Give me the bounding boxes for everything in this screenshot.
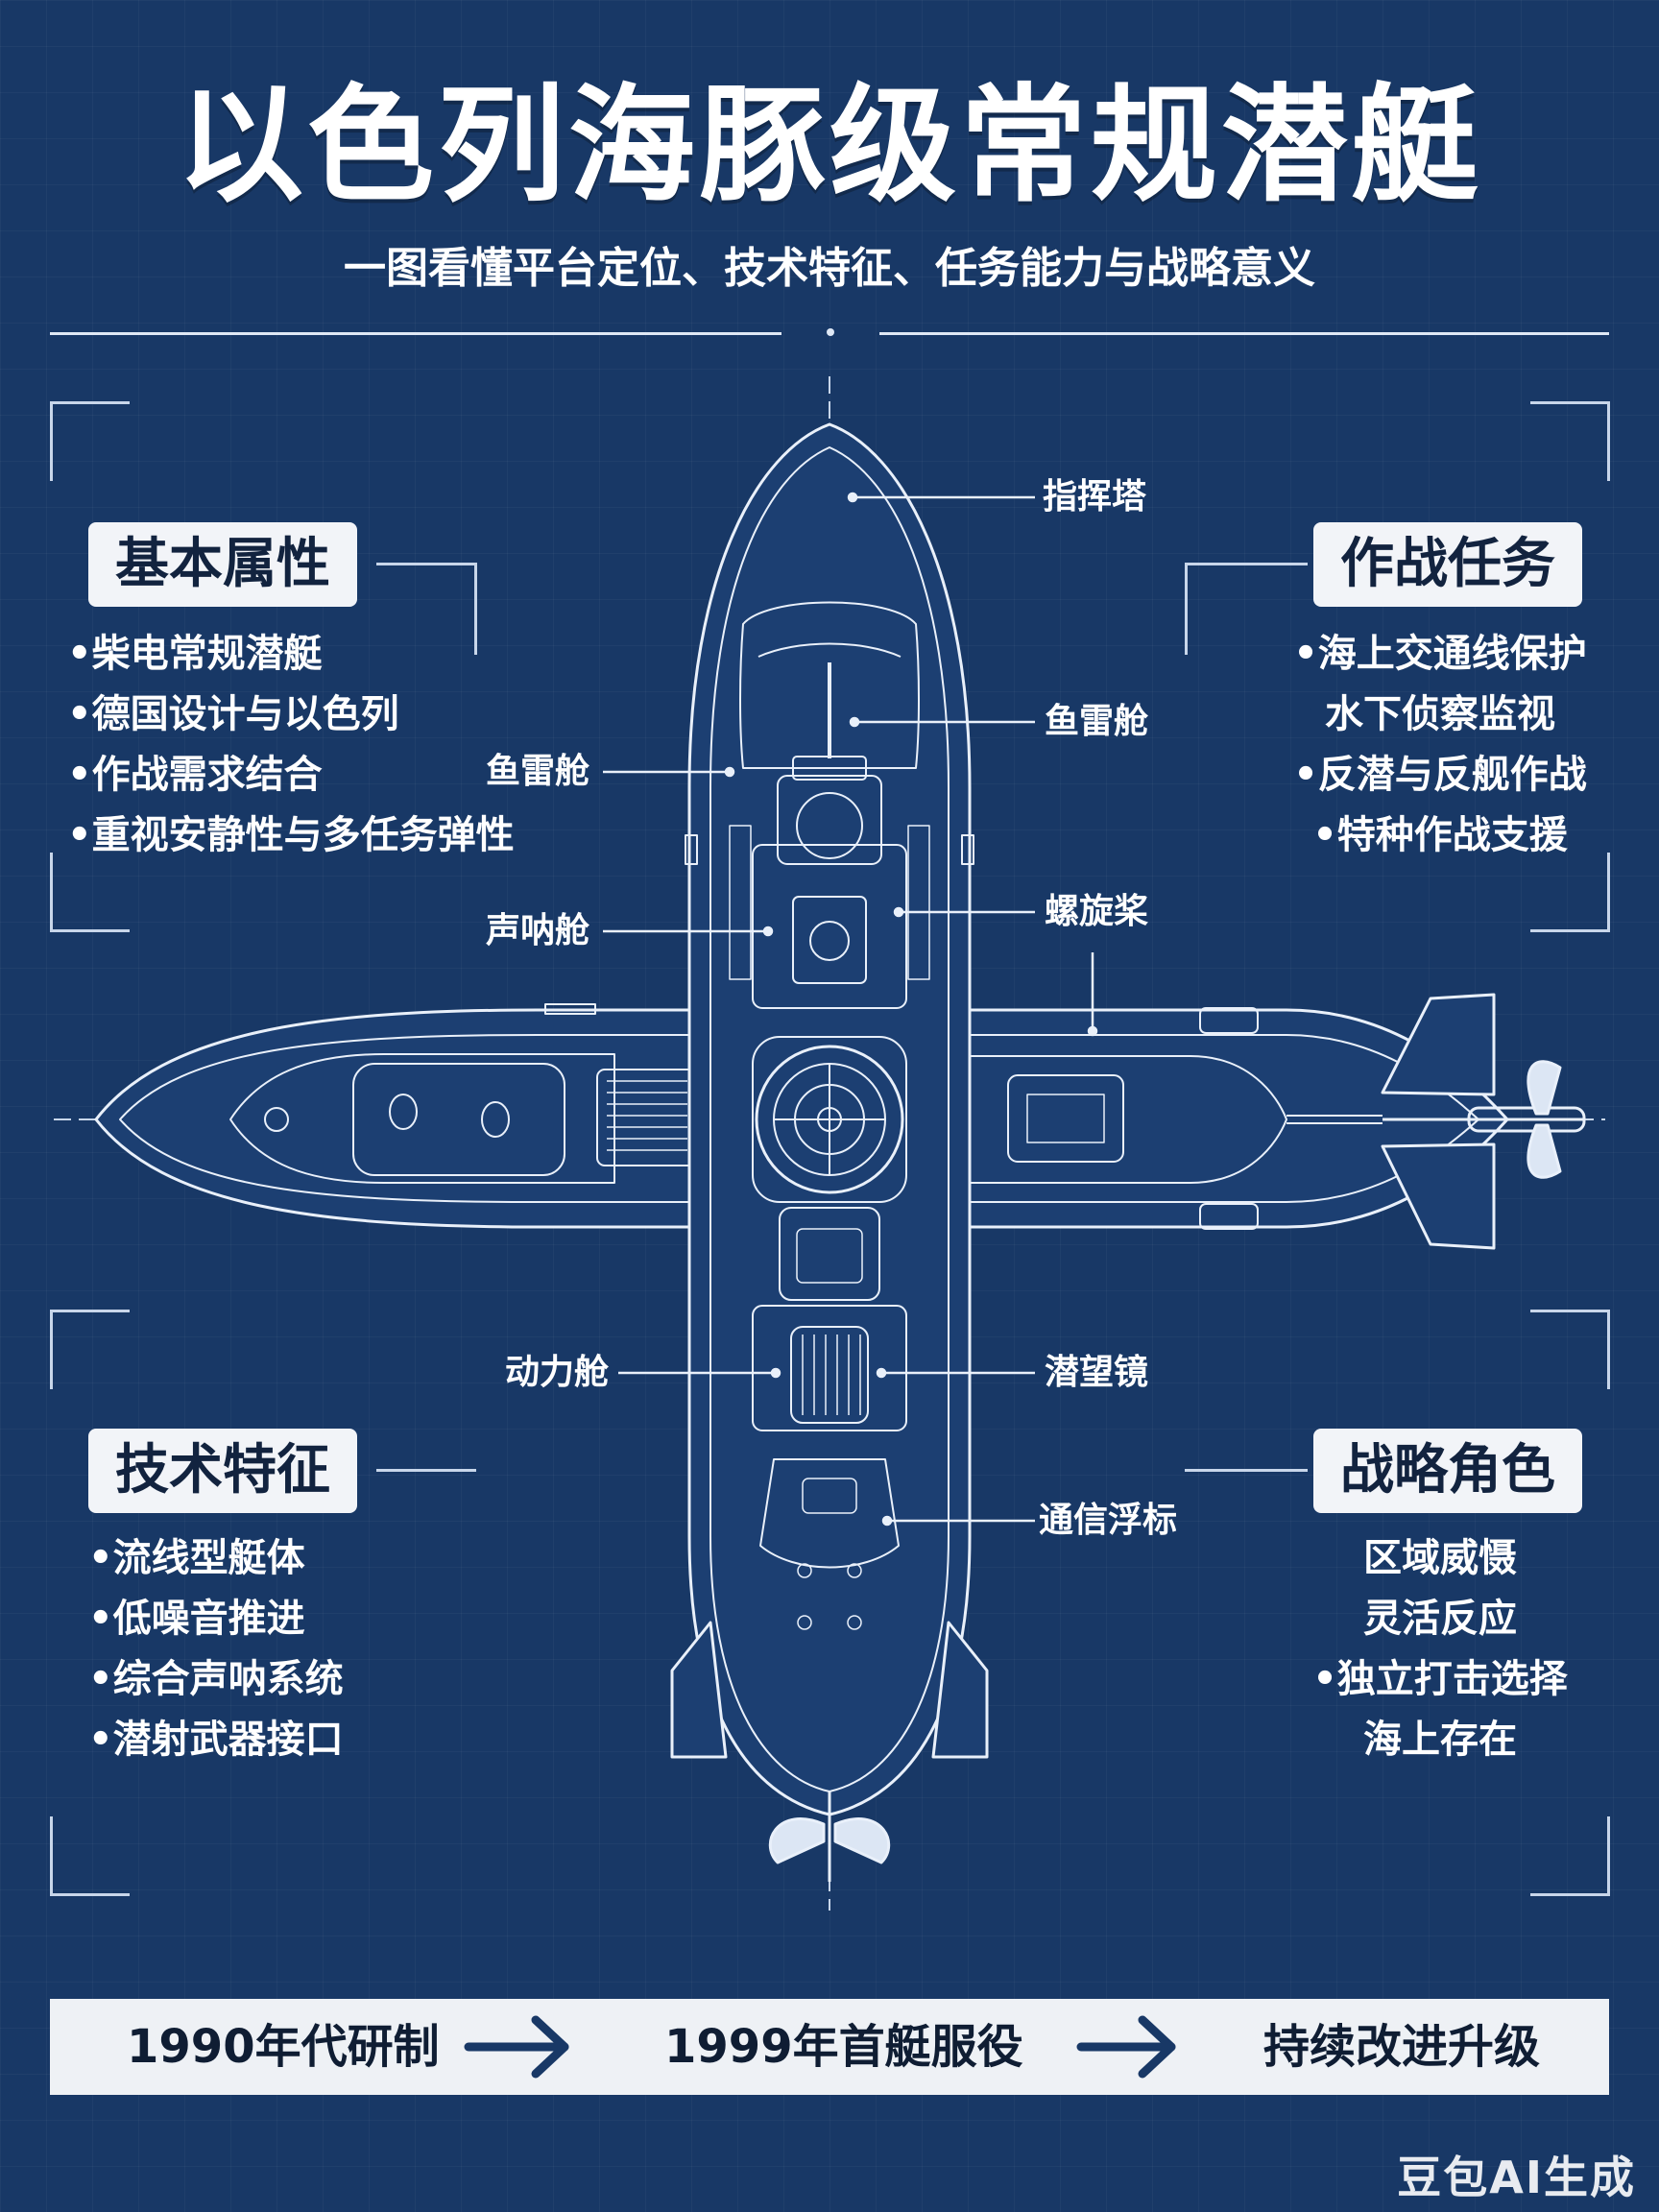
list-item: 灵活反应 <box>1363 1597 1517 1641</box>
section-strategy-heading: 战略角色 <box>1313 1429 1582 1513</box>
section-tech-list: •流线型艇体 •低噪音推进 •综合声呐系统 •潜射武器接口 <box>88 1528 344 1770</box>
timeline-step-2: 1999年首艇服役 <box>664 2020 1023 2074</box>
timeline-step-3: 持续改进升级 <box>1263 2020 1541 2074</box>
list-item: 海上存在 <box>1363 1718 1517 1762</box>
callout-sonar-room: 声呐舱 <box>486 911 590 950</box>
callout-periscope: 潜望镜 <box>1045 1353 1149 1392</box>
bracket-top-left <box>50 401 130 481</box>
list-item: •海上交通线保护 <box>1293 632 1587 676</box>
callout-torpedo-room-right: 鱼雷舱 <box>1045 702 1149 741</box>
section-basic-rule <box>376 563 476 565</box>
section-basic-list: •柴电常规潜艇 •德国设计与以色列 •作战需求结合 •重视安静性与多任务弹性 <box>67 624 515 866</box>
list-item: 水下侦察监视 <box>1325 692 1555 736</box>
bullet: • <box>1312 813 1337 857</box>
list-item: •反潜与反舰作战 <box>1293 753 1587 797</box>
list-item: •作战需求结合 <box>67 753 323 797</box>
list-item: 区域威慑 <box>1363 1536 1517 1580</box>
divider-right <box>879 332 1609 335</box>
bullet: • <box>88 1536 113 1580</box>
section-mission-rule <box>1185 563 1308 565</box>
section-strategy-list: 区域威慑 灵活反应 •独立打击选择 海上存在 <box>1286 1528 1594 1770</box>
divider-left <box>50 332 781 335</box>
list-item: •重视安静性与多任务弹性 <box>67 813 515 857</box>
bracket-lower-left <box>50 1310 130 1389</box>
list-item: •德国设计与以色列 <box>67 692 399 736</box>
callout-comm-buoy: 通信浮标 <box>1039 1501 1178 1540</box>
list-item: •独立打击选择 <box>1312 1657 1568 1701</box>
page-subtitle: 一图看懂平台定位、技术特征、任务能力与战略意义 <box>344 244 1315 293</box>
callout-command-tower: 指挥塔 <box>1043 477 1147 517</box>
bullet: • <box>1293 632 1318 676</box>
bracket-bottom-left <box>50 1816 130 1896</box>
section-mission-rule-drop <box>1185 563 1188 655</box>
bracket-top-right <box>1530 401 1610 481</box>
list-item: •综合声呐系统 <box>88 1657 344 1701</box>
list-item: •柴电常规潜艇 <box>67 632 323 676</box>
bullet: • <box>88 1597 113 1641</box>
divider-dot <box>827 328 834 336</box>
bracket-lower-right <box>1530 1310 1610 1389</box>
timeline-step-1: 1990年代研制 <box>127 2020 440 2074</box>
watermark: 豆包AI生成 <box>1397 2152 1636 2203</box>
bullet: • <box>67 692 92 736</box>
callout-power-room: 动力舱 <box>505 1353 610 1392</box>
section-basic-heading: 基本属性 <box>88 522 357 607</box>
bracket-left-mid <box>50 853 130 932</box>
page-title: 以色列海豚级常规潜艇 <box>177 72 1482 220</box>
callout-propeller: 螺旋桨 <box>1045 892 1149 931</box>
callout-torpedo-room-left: 鱼雷舱 <box>486 752 590 791</box>
timeline-bar: 1990年代研制 1999年首艇服役 持续改进升级 <box>50 1999 1609 2095</box>
list-item: •潜射武器接口 <box>88 1718 344 1762</box>
section-mission-list: •海上交通线保护 水下侦察监视 •反潜与反舰作战 •特种作战支援 <box>1286 624 1594 866</box>
section-strategy-rule <box>1185 1469 1308 1472</box>
bracket-right-mid <box>1530 853 1610 932</box>
section-mission-heading: 作战任务 <box>1313 522 1582 607</box>
bullet: • <box>88 1718 113 1762</box>
bullet: • <box>1312 1657 1337 1701</box>
bullet: • <box>67 753 92 797</box>
section-tech-heading: 技术特征 <box>88 1429 357 1513</box>
section-tech-rule <box>376 1469 476 1472</box>
bullet: • <box>67 813 92 857</box>
bullet: • <box>67 632 92 676</box>
list-item: •流线型艇体 <box>88 1536 305 1580</box>
bracket-bottom-right <box>1530 1816 1610 1896</box>
bullet: • <box>88 1657 113 1701</box>
list-item: •低噪音推进 <box>88 1597 305 1641</box>
section-basic-rule-drop <box>474 563 477 655</box>
list-item: •特种作战支援 <box>1312 813 1568 857</box>
bullet: • <box>1293 753 1318 797</box>
